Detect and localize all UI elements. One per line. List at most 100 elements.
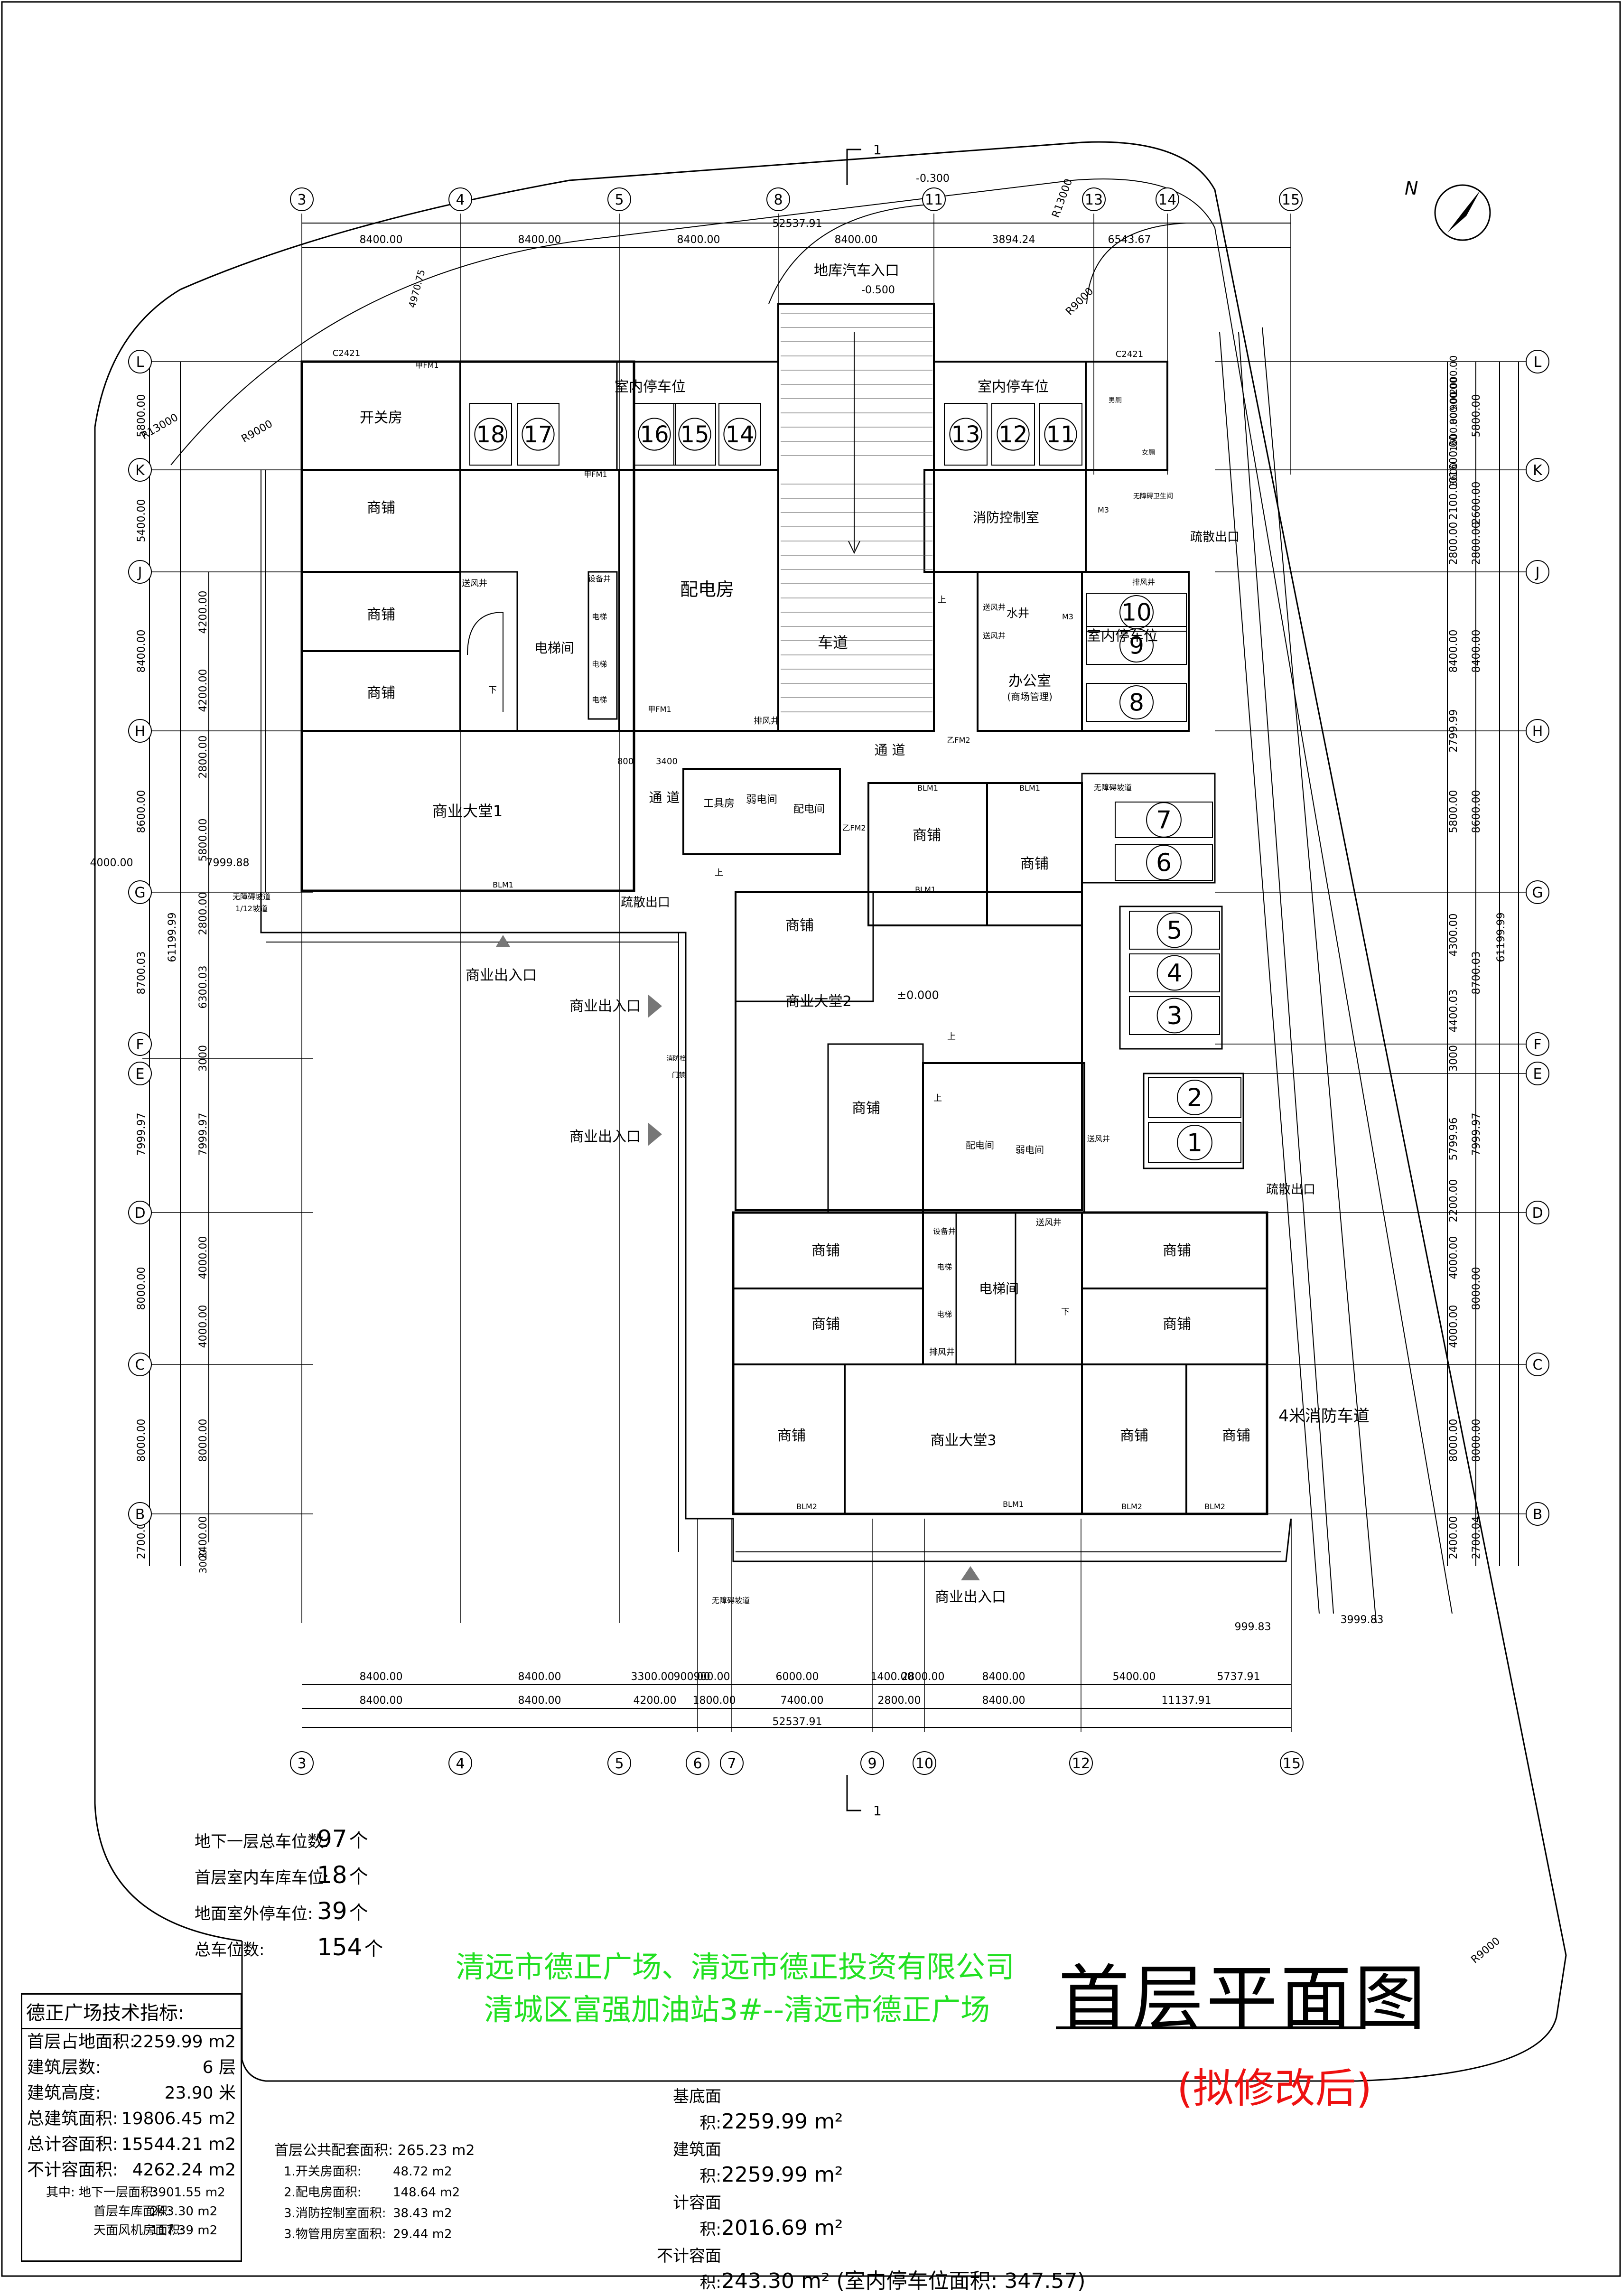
label-basement-entry: 地库汽车入口 xyxy=(814,262,899,279)
parking-summary-value: 97 xyxy=(317,1825,347,1853)
axis-right-bubble-label: L xyxy=(1534,354,1542,371)
label-indoor-parking-e1: 室内停车位 xyxy=(1087,628,1158,644)
label-c2421-e: C2421 xyxy=(1116,349,1143,359)
axis-top-bubble-label: 3 xyxy=(297,192,306,208)
area-label: 计容面积: xyxy=(673,2193,721,2239)
parking-number: 11 xyxy=(1046,421,1075,448)
public-area-key: 3.消防控制室面积: xyxy=(284,2206,386,2221)
label-indoor-parking-n2: 室内停车位 xyxy=(978,379,1049,395)
parking-number-circle xyxy=(1156,955,1193,991)
dim-bottom-row1: 6000.00 xyxy=(776,1671,819,1683)
project-name-2: 清城区富强加油站3#--清远市德正广场 xyxy=(484,1992,990,2027)
tech-sub-key: 其中: 地下一层面积: xyxy=(46,2185,157,2200)
axis-right-bubble-label: B xyxy=(1533,1506,1543,1523)
axis-right-bubble xyxy=(1526,1502,1549,1526)
parking-number-circle xyxy=(1146,845,1182,880)
revised-note: (拟修改后) xyxy=(1177,2065,1372,2112)
axis-left-bubble xyxy=(128,880,152,904)
parking-summary-value: 39 xyxy=(317,1897,347,1925)
axis-left-bubble-label: C xyxy=(135,1357,145,1373)
axis-right-bubble-label: H xyxy=(1532,723,1543,740)
axis-left-bubble xyxy=(128,1201,152,1224)
tech-row: 首层占地面积:2259.99 m2 xyxy=(22,2029,241,2055)
parking-stall xyxy=(991,403,1035,466)
axis-top-bubble xyxy=(1082,187,1106,211)
axis-bottom-bubble xyxy=(290,1751,314,1775)
axis-bottom-bubble-label: 5 xyxy=(615,1755,624,1772)
label-evac-w: 疏散出口 xyxy=(621,896,670,910)
axis-left-bubble-label: E xyxy=(136,1066,145,1083)
label-shop-c3: 商铺 xyxy=(785,917,814,934)
label-indoor-parking-n1: 室内停车位 xyxy=(615,379,686,395)
label-corridor-n: 通 道 xyxy=(875,742,905,758)
axis-right-bubble xyxy=(1526,458,1549,482)
label-blm2-s2: BLM2 xyxy=(1121,1502,1142,1511)
dim-bottom-row1: 2800.00 xyxy=(902,1671,945,1683)
dim-left-inner: 7999.97 xyxy=(197,1113,209,1156)
label-shop-s7: 商铺 xyxy=(1222,1428,1250,1444)
dim-left-4000: 4000.00 xyxy=(90,857,133,869)
parking-number-circle xyxy=(474,418,507,451)
parking-number-circle xyxy=(997,418,1030,451)
parking-summary-label: 地面室外停车位: xyxy=(195,1904,313,1923)
tech-row-value: 4262.24 m2 xyxy=(132,2160,236,2180)
dim-right-top-stack: 2000.00 xyxy=(1448,355,1459,395)
dim-right-inner: 2400.00 xyxy=(1448,1516,1460,1559)
label-equip-s: 设备井 xyxy=(933,1227,956,1236)
axis-bottom-bubble-label: 6 xyxy=(693,1755,702,1772)
ramp-curve xyxy=(768,204,940,304)
label-fm2-b: 乙FM2 xyxy=(947,736,970,745)
axis-bottom-bubble xyxy=(1280,1751,1304,1775)
label-up-c: 上 xyxy=(715,868,723,878)
tech-sub-key: 首层车库面积: xyxy=(93,2204,172,2219)
dim-right-inner: 5800.00 xyxy=(1448,790,1460,833)
dim-right-top-stack: 1600.00 xyxy=(1448,412,1459,452)
axis-right-bubble xyxy=(1526,880,1549,904)
label-fire-control: 消防控制室 xyxy=(973,510,1039,525)
parking-number-circle xyxy=(1119,628,1154,663)
label-m3-b: M3 xyxy=(1062,612,1073,621)
label-office-sub: (商场管理) xyxy=(1007,691,1053,702)
area-label: 不计容面积: xyxy=(657,2247,721,2292)
dim-left-inner: 2400.00 xyxy=(197,1516,209,1559)
tech-row-key: 建筑层数: xyxy=(27,2058,102,2077)
axis-top-bubble xyxy=(448,187,472,211)
axis-right-bubble-label: F xyxy=(1533,1036,1541,1053)
dim-bottom-row1: 8400.00 xyxy=(982,1671,1025,1683)
label-shop-s4: 商铺 xyxy=(1163,1316,1191,1333)
axis-right-bubble xyxy=(1526,1353,1549,1376)
axis-bottom-bubble-label: 10 xyxy=(915,1755,933,1772)
area-value: 2259.99 m² xyxy=(721,2163,843,2187)
dim-right-inner: 4300.00 xyxy=(1448,914,1460,957)
dim-left-inner: 2800.00 xyxy=(197,736,209,779)
svg-text:N: N xyxy=(1405,178,1418,199)
area-value: 2259.99 m² xyxy=(721,2109,843,2134)
axis-bottom-bubble-label: 7 xyxy=(727,1755,736,1772)
axis-bottom-bubble-label: 15 xyxy=(1283,1755,1301,1772)
area-value: 2016.69 m² xyxy=(721,2216,843,2240)
dim-right-top-stack: 800.00 xyxy=(1448,392,1459,425)
label-gate: 门禁 xyxy=(672,1072,685,1079)
parking-stall xyxy=(944,403,988,466)
axis-left-bubble-label: H xyxy=(135,723,146,740)
area-label: 建筑面积: xyxy=(673,2140,721,2186)
dim-left-inner: 8000.00 xyxy=(197,1419,209,1462)
tech-row-key: 总计容面积: xyxy=(27,2135,119,2154)
parking-stall xyxy=(673,403,716,466)
label-hall2: 商业大堂2 xyxy=(785,993,851,1010)
label-power-room: 配电房 xyxy=(680,579,734,600)
label-toilet-f: 女厕 xyxy=(1142,448,1155,457)
tech-row-value: 15544.21 m2 xyxy=(121,2135,236,2154)
label-accessible-e: 无障碍坡道 xyxy=(1094,783,1132,792)
dim-right-outer: 2600.00 xyxy=(1471,482,1482,525)
parking-number: 16 xyxy=(640,421,669,448)
axis-top-bubble xyxy=(922,187,946,211)
dim-left-outer: 8000.00 xyxy=(136,1267,148,1310)
public-area-item: 3.消防控制室面积:38.43 m2 xyxy=(274,2203,475,2224)
label-dist-room-n: 配电间 xyxy=(793,803,825,815)
dim-bottom-row1: 8400.00 xyxy=(518,1671,561,1683)
